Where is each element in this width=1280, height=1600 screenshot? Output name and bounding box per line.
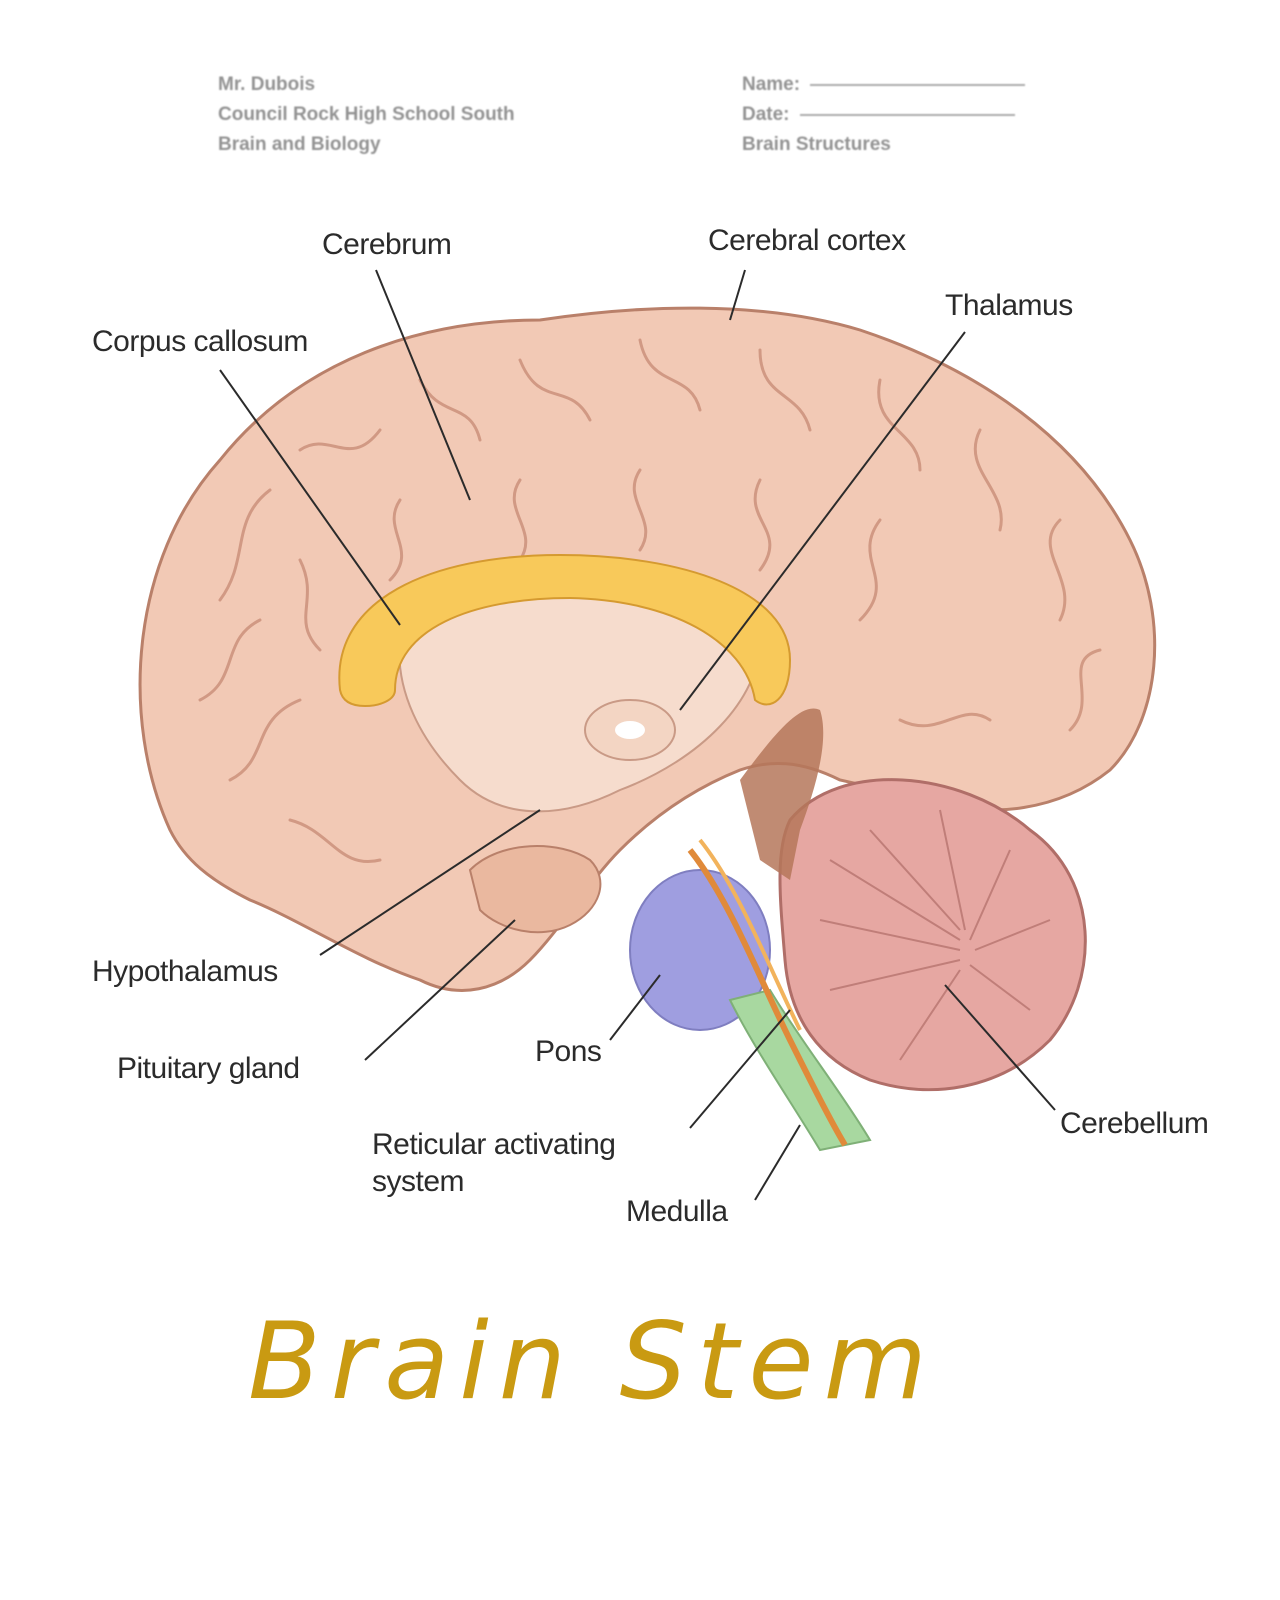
label-reticular-line2: system bbox=[372, 1165, 465, 1198]
worksheet-header-right: Name: Date: Brain Structures bbox=[742, 70, 1026, 160]
pituitary-region bbox=[468, 845, 602, 934]
label-cerebrum: Cerebrum bbox=[322, 228, 452, 261]
label-thalamus: Thalamus bbox=[945, 289, 1073, 322]
page-title: Brain Stem bbox=[248, 1300, 937, 1423]
leader-lines bbox=[219, 269, 1056, 1201]
cerebellum-shape bbox=[778, 778, 1087, 1092]
label-medulla: Medulla bbox=[626, 1195, 728, 1228]
name-label: Name: bbox=[742, 74, 801, 95]
label-reticular-line1: Reticular activating bbox=[372, 1128, 616, 1161]
label-hypothalamus: Hypothalamus bbox=[92, 955, 278, 988]
label-pituitary-gland: Pituitary gland bbox=[117, 1052, 300, 1085]
date-field[interactable]: Date: bbox=[742, 100, 1025, 130]
topic-label: Brain Structures bbox=[742, 134, 891, 155]
pons-shape bbox=[629, 869, 771, 1031]
label-pons: Pons bbox=[535, 1035, 602, 1068]
course-name: Brain and Biology bbox=[218, 134, 381, 155]
gyri-texture bbox=[198, 338, 1102, 864]
corpus-callosum-shape bbox=[338, 553, 792, 708]
school-name: Council Rock High School South bbox=[218, 104, 515, 125]
name-field[interactable]: Name: bbox=[742, 70, 1026, 100]
teacher-name: Mr. Dubois bbox=[218, 74, 316, 95]
thalamus-highlight bbox=[615, 721, 645, 739]
medulla-shape bbox=[728, 988, 872, 1152]
brainstem-upper bbox=[740, 708, 824, 880]
reticular-system-shape bbox=[687, 848, 848, 1147]
worksheet-header-left: Mr. Dubois Council Rock High School Sout… bbox=[218, 70, 515, 160]
label-cerebellum: Cerebellum bbox=[1060, 1107, 1209, 1140]
reticular-system-inner bbox=[698, 838, 802, 1031]
cerebellum-texture bbox=[819, 809, 1051, 1061]
date-label: Date: bbox=[742, 104, 790, 125]
label-cerebral-cortex: Cerebral cortex bbox=[708, 224, 906, 257]
label-corpus-callosum: Corpus callosum bbox=[92, 325, 308, 358]
